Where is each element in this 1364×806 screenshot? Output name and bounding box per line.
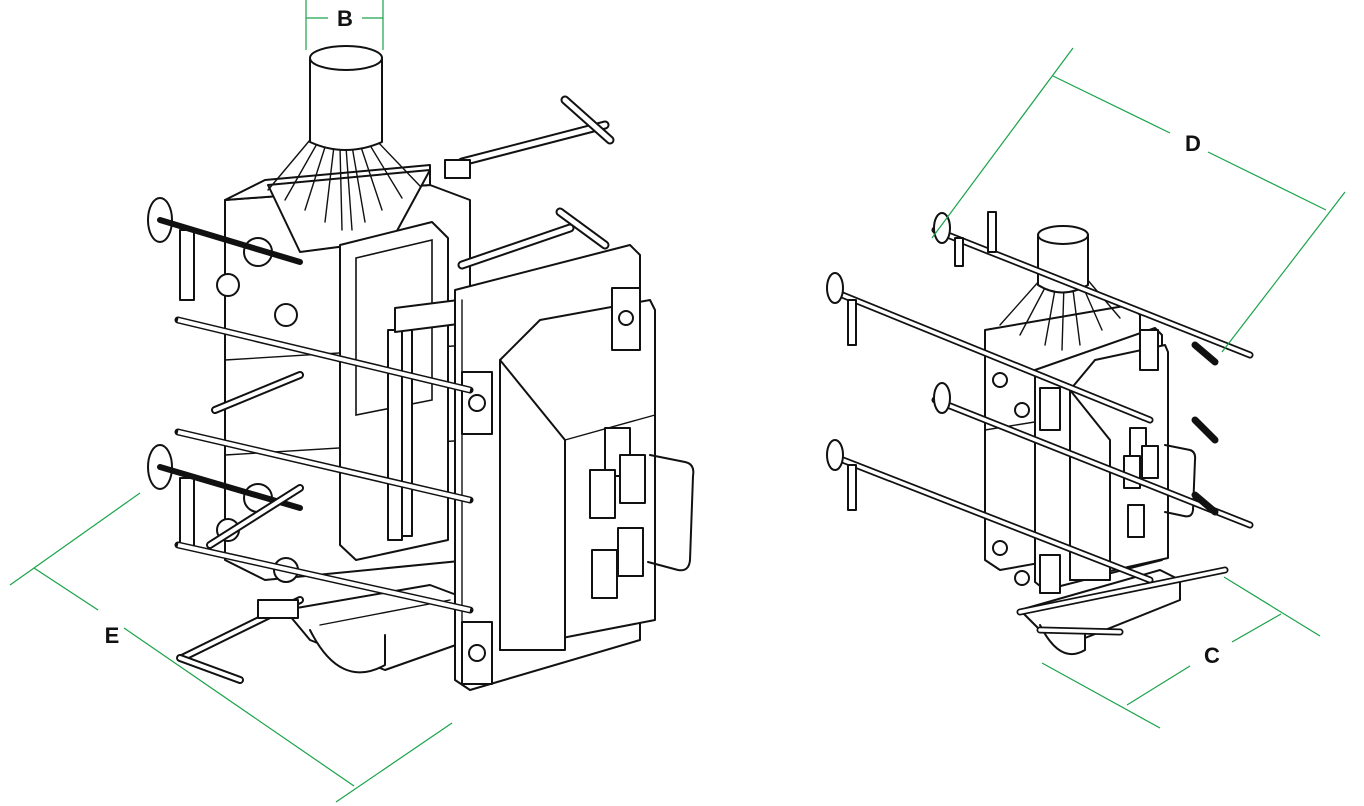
dimension-b-label: B bbox=[337, 6, 353, 31]
dimension-d-label: D bbox=[1185, 131, 1201, 156]
machine-large-view bbox=[147, 45, 695, 691]
machine-small-view bbox=[826, 211, 1254, 655]
dimension-c-label: C bbox=[1204, 643, 1220, 668]
dimension-e: E bbox=[9, 492, 453, 803]
dimension-e-label: E bbox=[105, 623, 120, 648]
small-front-handle bbox=[1164, 444, 1197, 518]
front-handle bbox=[647, 454, 695, 572]
dimension-b: B bbox=[305, 0, 384, 50]
tension-handles bbox=[176, 95, 615, 684]
lower-tray bbox=[284, 584, 471, 674]
bolt-plates bbox=[461, 287, 646, 685]
small-left-cylinders bbox=[826, 211, 1030, 586]
dimension-c: C bbox=[1041, 576, 1321, 729]
forming-funnel bbox=[267, 45, 431, 253]
small-rods bbox=[826, 226, 1254, 636]
small-bolt-plates bbox=[1039, 329, 1159, 594]
dimension-d: D bbox=[931, 47, 1346, 353]
